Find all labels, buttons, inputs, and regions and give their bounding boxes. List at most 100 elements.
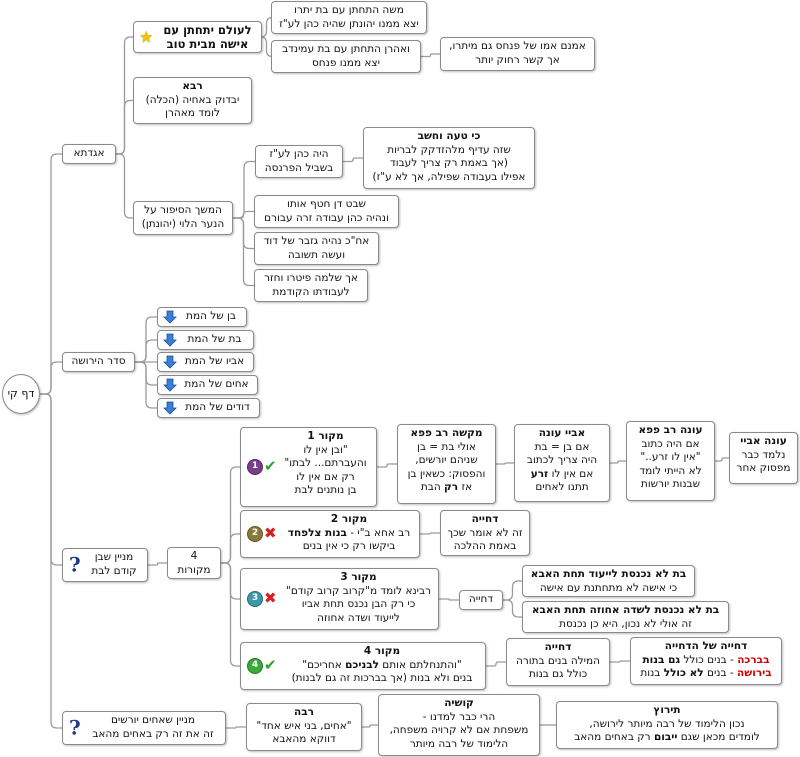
papa-answer-line4: שבנות יורשות: [640, 478, 701, 490]
papa-question-node[interactable]: מקשה רב פפא אולי בת = בן שניהם יורשים, ו…: [397, 424, 496, 504]
inheritance-item-son[interactable]: בן של המת: [157, 307, 247, 327]
connector-line: [226, 726, 246, 729]
inheritance-item-daughter[interactable]: בת של המת: [157, 330, 254, 350]
source3-line2: כי רק הבן נכנס תחת אביו: [301, 598, 416, 610]
source4-line1-end: אחריכם": [302, 658, 346, 671]
inheritance-item-brothers[interactable]: אחים של המת: [157, 375, 258, 395]
rejection4b-node[interactable]: דחייה של הדחייה בברכה - בנים כולל גם בנו…: [630, 637, 782, 685]
abaye-answer-bold: זרע: [530, 467, 549, 480]
connector-line: [233, 217, 254, 287]
rejection3-title: דחייה: [468, 593, 494, 605]
abaye-answer-line1: אם בן = בת: [534, 440, 590, 453]
pinchas-line2: אך קשר רחוק יותר: [475, 53, 560, 66]
mistake-line1: שזה עדיף מלהזדקק לבריות: [387, 143, 511, 156]
rejection2-node[interactable]: דחייה זה לא אומר שכך באמת ההלכה: [440, 510, 530, 556]
kohen-line1: היה כהן לע"ז: [269, 148, 329, 160]
continuation-node[interactable]: המשך הסיפור על הנער הלוי (יהונתן): [133, 201, 233, 235]
rava-title: רבא: [182, 80, 203, 92]
source3-line3: לייעוד ושדה אחוזה: [317, 611, 400, 624]
rava-line2: לומד מאהרן: [165, 107, 220, 119]
connector-line: [40, 361, 62, 395]
connector-line: [116, 99, 133, 155]
brothers-rava-title: רבה: [294, 706, 314, 718]
kushya-line2: משפחת אם לא קרויה משפחה,: [389, 724, 529, 736]
teiruts-line2-bold: ייבום: [653, 731, 678, 743]
son-first-node[interactable]: ? מניין שבן קודם לבת: [62, 548, 148, 582]
aharon-node[interactable]: ואהרן התחתן עם בת עמינדב יצא ממנו פנחס: [271, 40, 421, 73]
connector-line: [135, 361, 157, 409]
rejection4-line2: כולל גם בנות: [528, 668, 588, 680]
son-first-line1: מניין שבן: [94, 551, 134, 563]
shlomo-node[interactable]: אך שלמה פיטרו וחזר לעבודתו הקודמת: [254, 269, 368, 302]
star-icon: ★: [139, 27, 154, 47]
teiruts-title: תירוץ: [653, 704, 681, 716]
arrow-down-icon: [163, 333, 177, 347]
source2-node[interactable]: ✖2 מקור 2 רב אחא ב"י - בנות צלפחד ביקשו …: [240, 510, 420, 558]
rejection2-line1: זה לא אומר שכך: [447, 526, 523, 539]
inheritance-node[interactable]: סדר הירושה: [62, 352, 135, 372]
brothers-rava-line1: "אחים, בני איש אחד": [256, 719, 352, 732]
source3-node[interactable]: ✖3 מקור 3 רבינא לומד מ"קרוב קרוב קודם" כ…: [240, 568, 439, 630]
source1-line4: בן נותנים לבת: [294, 484, 357, 496]
rejection3-node[interactable]: דחייה: [459, 590, 503, 610]
sources-hub-node[interactable]: 4 מקורות: [167, 547, 221, 579]
question-mark-icon: ?: [69, 552, 81, 577]
number-4-icon: 4: [247, 658, 263, 674]
source4-line1: "והתנחלתם אותם לבניכם אחריכם": [283, 659, 481, 673]
papa-answer-node[interactable]: עונה רב פפא אם היה כתוב "אין לו זרע.." ל…: [626, 421, 715, 501]
rejection4-title: דחייה: [544, 641, 572, 653]
teiruts-line2-text: לומדים מכאן שגם: [677, 731, 760, 743]
kohen-node[interactable]: היה כהן לע"ז בשביל הפרנסה: [255, 145, 343, 178]
kushya-node[interactable]: קושיה הרי כבר למדנו - משפחת אם לא קרויה …: [378, 694, 540, 756]
david-node[interactable]: אח"כ נהיה גזבר של דוד ועשה תשובה: [254, 232, 379, 265]
pinchas-node[interactable]: אמנם אמו של פנחס גם מיתרו, אך קשר רחוק י…: [440, 37, 595, 71]
source4-node[interactable]: ✔4 מקור 4 "והתנחלתם אותם לבניכם אחריכם" …: [240, 642, 486, 690]
abaye-second-node[interactable]: עונה אביי נלמד כבר מפסוק אחר: [729, 432, 798, 484]
marriage-title: לעולם יתחתן עם: [163, 23, 252, 37]
connector-line: [715, 457, 729, 462]
marriage-line2: אישה מבית טוב: [166, 36, 249, 51]
checkmark-icon: ✔: [264, 656, 277, 675]
mistake-line2: (אך באמת רק צריך לעבוד: [390, 157, 508, 169]
source1-title: מקור 1: [307, 430, 344, 442]
mistake-node[interactable]: כי טעה וחשב שזה עדיף מלהזדקק לבריות (אך …: [363, 127, 535, 189]
source1-line2: והעברתם... לבתו": [284, 457, 367, 469]
rejection4b-line1-bold: גם בנות: [642, 653, 681, 666]
connector-line: [40, 393, 62, 729]
marriage-node[interactable]: ★ לעולם יתחתן עם אישה מבית טוב: [133, 21, 262, 53]
aggadta-node[interactable]: אגדתא: [62, 144, 116, 164]
connector-line: [420, 532, 440, 535]
connector-line: [496, 462, 514, 465]
source1-node[interactable]: ✔1 מקור 1 "ובן אין לו והעברתם... לבתו" ר…: [240, 427, 377, 507]
brothers-rava-node[interactable]: רבה "אחים, בני איש אחד" דווקא מהאבא: [246, 703, 362, 751]
inheritance-item-label: אביו של המת: [184, 355, 245, 367]
connector-line: [260, 36, 273, 58]
moshe-node[interactable]: משה התחתן עם בת יתרו יצא ממנו יהונתן שהי…: [271, 1, 427, 34]
source2-line1: רב אחא ב"י - בנות צלפחד: [283, 527, 415, 541]
rejection4b-line1: בברכה - בנים כולל גם בנות: [635, 654, 777, 668]
connector-line: [439, 598, 459, 601]
source1-icons: ✔1: [247, 459, 277, 475]
brothers-node[interactable]: ? מניין שאחים יורשים זה את זה רק באחים מ…: [62, 711, 226, 745]
rejection4-node[interactable]: דחייה המילה בנים בתורה כולל גם בנות: [506, 638, 610, 686]
source1-line1: "ובן אין לו: [303, 443, 348, 456]
rejection3a-node[interactable]: בת לא נכנסת לייעוד תחת האבא כי אישה לא מ…: [522, 565, 695, 597]
abaye-answer-line2: היה צריך לכתוב: [526, 454, 598, 466]
number-2-icon: 2: [247, 526, 263, 542]
rejection4b-title: דחייה של הדחייה: [664, 640, 748, 652]
rejection3b-node[interactable]: בת לא נכנסת לשדה אחוזה תחת האבא זה אולי …: [522, 601, 729, 633]
source3-title: מקור 3: [340, 571, 377, 583]
abaye-answer-node[interactable]: אביי עונה אם בן = בת היה צריך לכתוב אם א…: [514, 424, 610, 502]
inheritance-item-uncles[interactable]: דודים של המת: [157, 398, 260, 418]
connector-line: [377, 463, 397, 468]
rava-node[interactable]: רבא יבדוק באחיה (הכלה) לומד מאהרן: [133, 77, 252, 124]
center-node[interactable]: דף קי: [2, 374, 40, 414]
source1-line3: רק אם אין לו: [296, 470, 355, 483]
inheritance-item-father[interactable]: אביו של המת: [157, 352, 254, 372]
teiruts-node[interactable]: תירוץ נכון הלימוד של רבה מיותר לירושה, ל…: [556, 701, 778, 749]
connector-line: [233, 210, 254, 219]
mistake-title: כי טעה וחשב: [417, 130, 481, 142]
source2-icons: ✖2: [247, 526, 277, 542]
rejection3b-title: בת לא נכנסת לשדה אחוזה תחת האבא: [531, 604, 720, 616]
dan-node[interactable]: שבט דן חטף אותו ונהיה כהן עבודה זרה עבור…: [254, 195, 399, 228]
